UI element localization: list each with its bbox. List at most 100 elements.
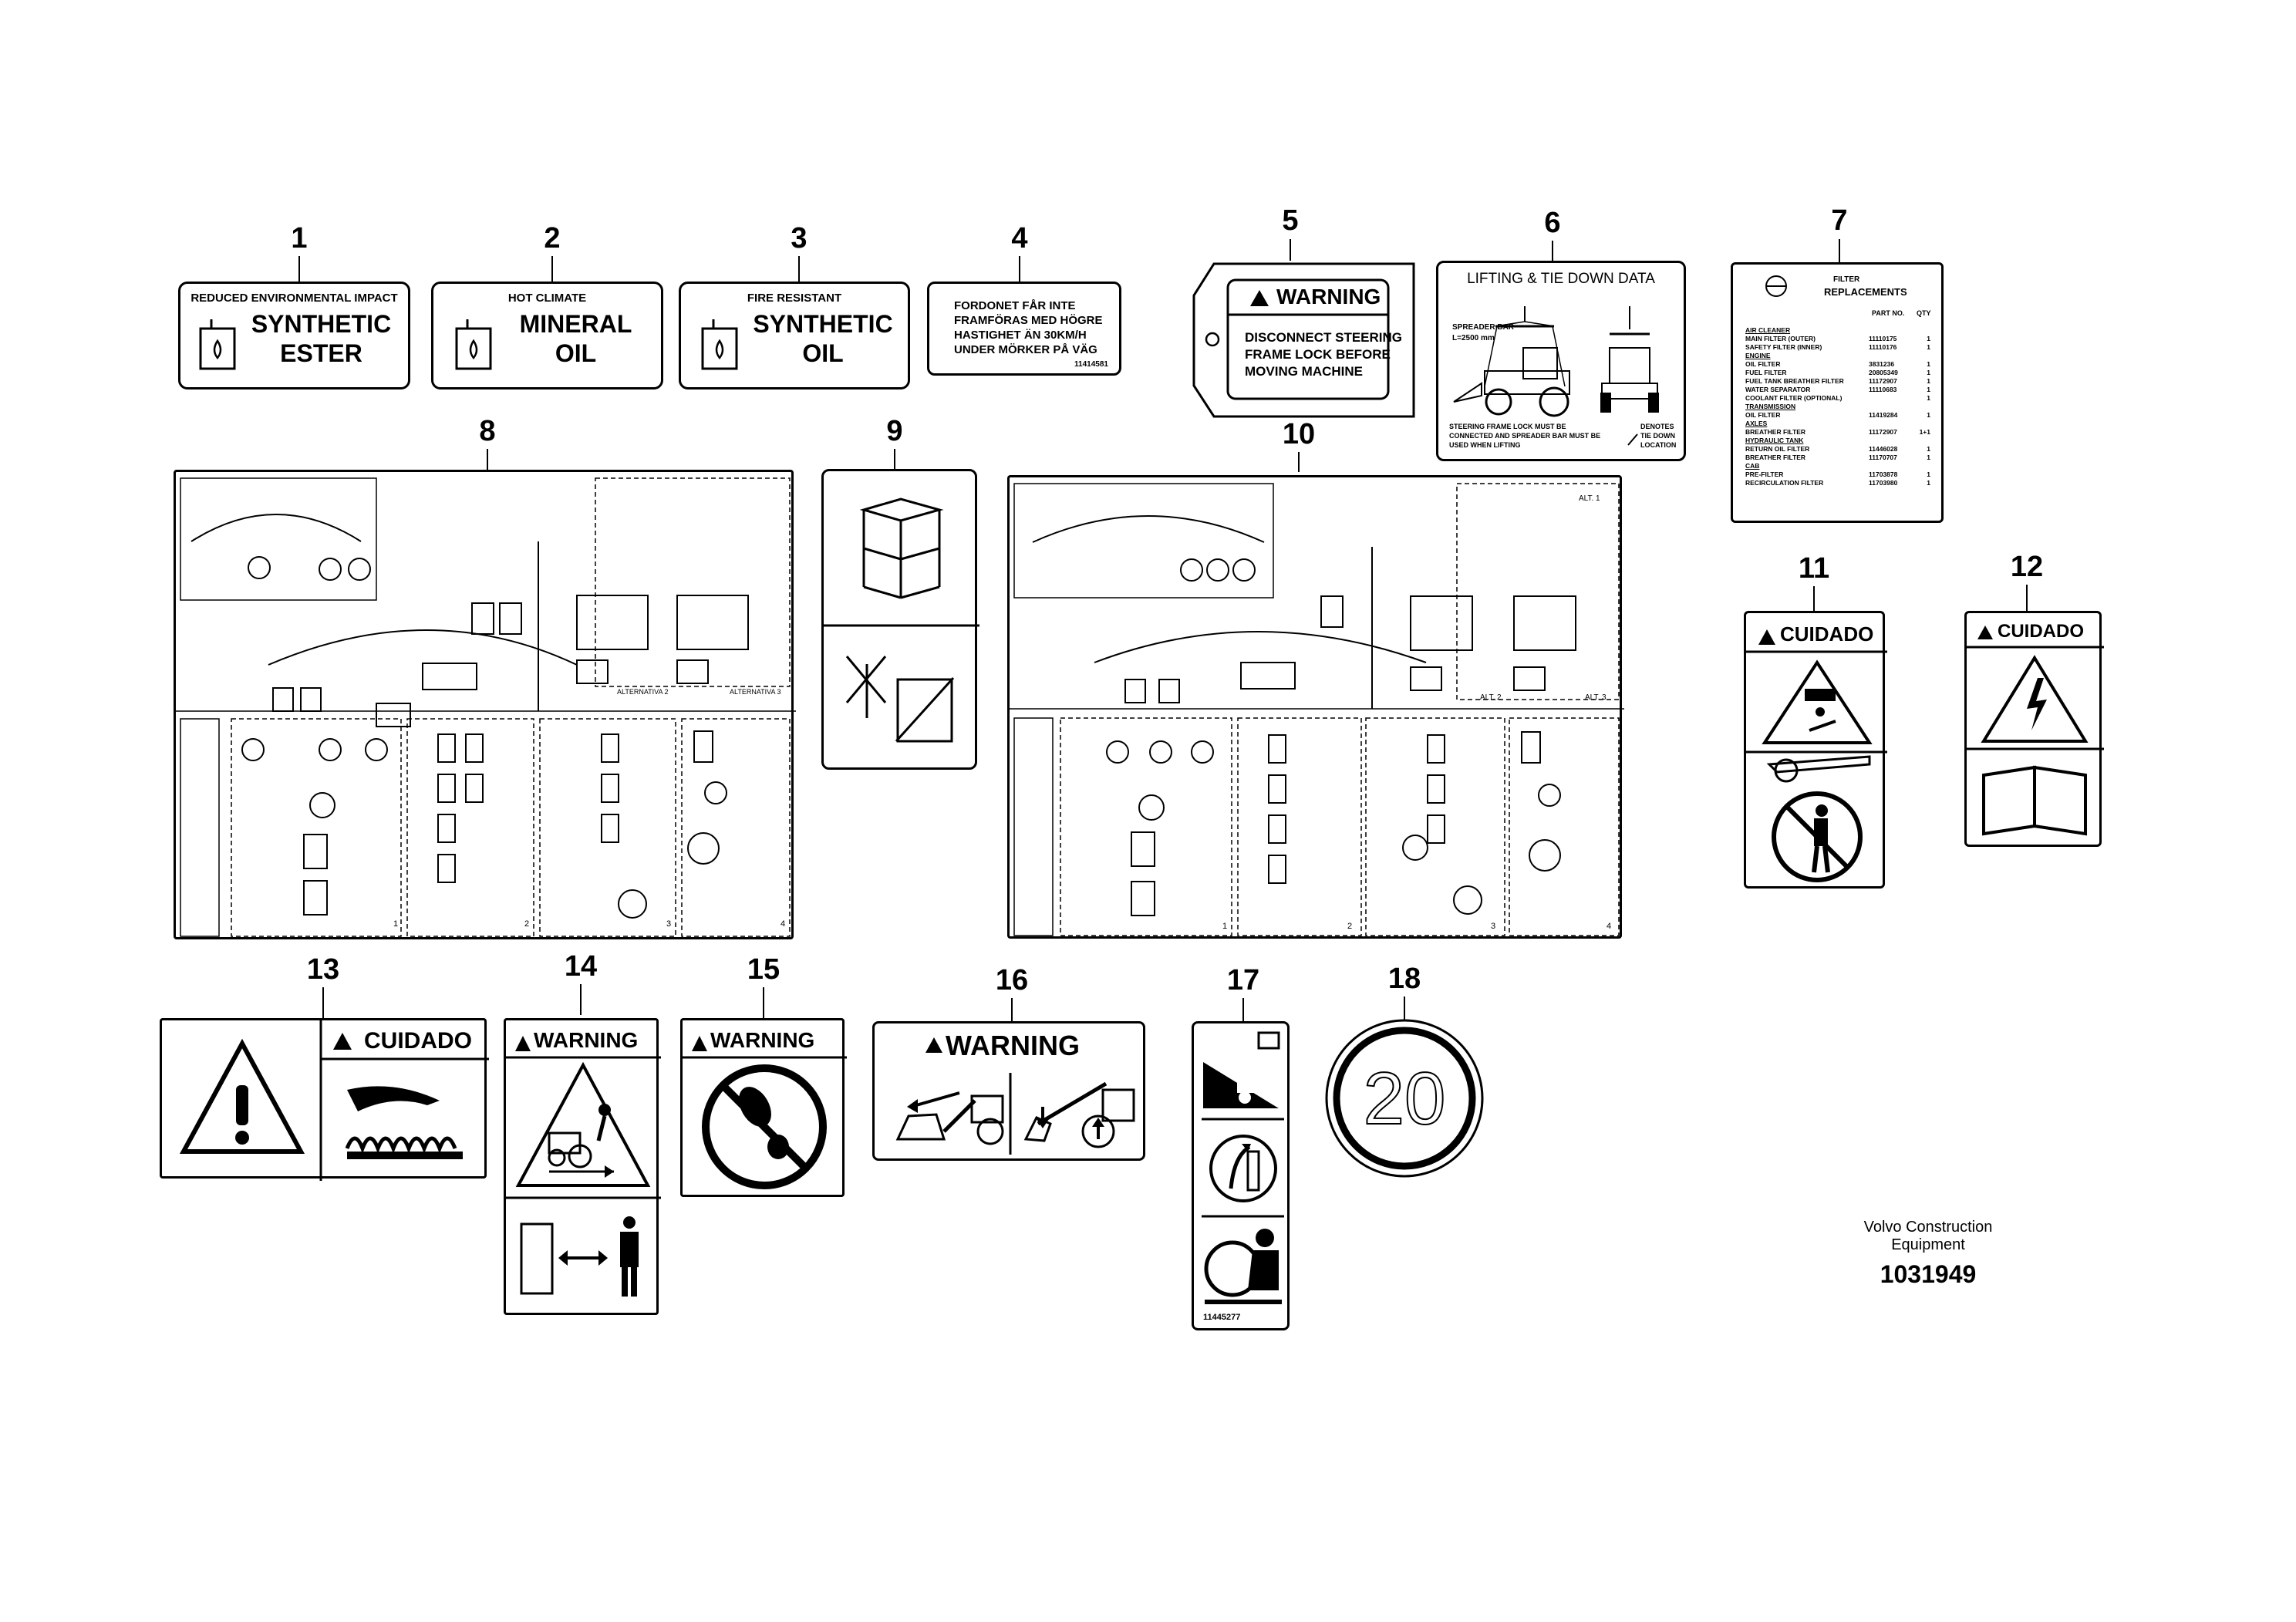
leader-6 xyxy=(1552,241,1553,262)
speed-limit-value: 20 xyxy=(1363,1057,1447,1141)
section-1: 1 xyxy=(393,919,399,929)
callout-14: 14 xyxy=(564,950,598,983)
decal-synthetic-ester: REDUCED ENVIRONMENTAL IMPACT SYNTHETIC E… xyxy=(178,282,410,389)
footer-number: 1031949 xyxy=(1880,1260,1977,1288)
filter-row: OIL FILTER 11419284 1 xyxy=(1745,411,1930,420)
filter-item: TRANSMISSION xyxy=(1745,403,1796,410)
filter-row: AXLES xyxy=(1745,420,1930,428)
filter-item: SAFETY FILTER (INNER) xyxy=(1745,343,1822,351)
callout-2: 2 xyxy=(544,222,561,255)
decal-fire-resistant: FIRE RESISTANT SYNTHETIC OIL xyxy=(679,282,910,389)
leader-12 xyxy=(2026,585,2028,611)
callout-9: 9 xyxy=(886,415,903,447)
alternative-2-label: ALT. 2 xyxy=(1480,693,1502,702)
alternative-2-label: ALTERNATIVA 2 xyxy=(617,688,669,696)
decal-line: HASTIGHET ÄN 30KM/H xyxy=(954,329,1087,342)
leader-4 xyxy=(1019,256,1020,282)
decal-line: FORDONET FÅR INTE xyxy=(954,299,1076,312)
filter-title-1: FILTER xyxy=(1833,275,1860,284)
callout-12: 12 xyxy=(2010,551,2044,583)
filter-part-number: 11446028 xyxy=(1869,445,1898,453)
spreader-bar-label: SPREADER BAR xyxy=(1452,323,1515,332)
warning-header: WARNING xyxy=(1276,285,1381,309)
leader-7 xyxy=(1839,239,1840,262)
filter-item: BREATHER FILTER xyxy=(1745,428,1806,436)
filter-item: AXLES xyxy=(1745,420,1768,427)
filter-part-number: 11110176 xyxy=(1869,343,1897,351)
lifting-note: STEERING FRAME LOCK MUST BE CONNECTED AN… xyxy=(1449,423,1601,449)
filter-row: TRANSMISSION xyxy=(1745,403,1930,411)
filter-row: HYDRAULIC TANK xyxy=(1745,437,1930,445)
alternative-3-label: ALTERNATIVA 3 xyxy=(730,688,781,696)
callout-4: 4 xyxy=(1011,222,1028,255)
callout-11: 11 xyxy=(1798,552,1830,585)
decal-line: UNDER MÖRKER PÅ VÄG xyxy=(954,343,1097,356)
leader-13 xyxy=(322,987,324,1018)
filter-part-number: 11703878 xyxy=(1869,470,1898,478)
decal-warning-stay-clear: WARNING xyxy=(504,1018,661,1315)
filter-qty: 1 xyxy=(1927,335,1930,342)
oil-can-icon xyxy=(455,319,492,370)
filter-qty: 1 xyxy=(1927,411,1930,419)
decal-17: 11445277 xyxy=(1192,1021,1290,1330)
loader-arm-icons xyxy=(895,1037,1135,1155)
decal-part-number: 11414581 xyxy=(1074,360,1108,369)
callout-15: 15 xyxy=(747,953,781,986)
section-2: 2 xyxy=(1347,922,1353,931)
decal-speed-restriction-sv: FORDONET FÅR INTE FRAMFÖRAS MED HÖGRE HA… xyxy=(927,282,1121,376)
decal-caution-hot-surface: CUIDADO xyxy=(160,1018,489,1181)
filter-item: OIL FILTER xyxy=(1745,411,1781,419)
filter-qty: 1+1 xyxy=(1919,428,1930,436)
filter-item: BREATHER FILTER xyxy=(1745,454,1806,461)
section-4: 4 xyxy=(1607,922,1612,931)
col-qty: QTY xyxy=(1917,309,1931,317)
footer-line-1: Volvo Construction xyxy=(1863,1219,1993,1236)
filter-item: ENGINE xyxy=(1745,352,1771,359)
filter-qty: 1 xyxy=(1927,377,1930,385)
decal-top-text: HOT CLIMATE xyxy=(507,292,587,305)
decal-line1: SYNTHETIC xyxy=(753,310,893,338)
filter-item: FUEL FILTER xyxy=(1745,369,1787,376)
filter-qty: 1 xyxy=(1927,394,1930,402)
filter-qty: 1 xyxy=(1927,445,1930,453)
filter-icon xyxy=(1765,275,1787,297)
filter-qty: 1 xyxy=(1927,454,1930,461)
decal-caution-electrical: CUIDADO xyxy=(1964,611,2104,847)
callout-5: 5 xyxy=(1282,204,1299,237)
section-2: 2 xyxy=(524,919,530,929)
section-3: 3 xyxy=(1491,922,1496,931)
decal-filter-replacements: FILTER REPLACEMENTS PART NO. QTY AIR CLE… xyxy=(1731,262,1944,523)
decal-warning-loader-arm: WARNING xyxy=(872,1021,1145,1161)
decal-top-text: REDUCED ENVIRONMENTAL IMPACT xyxy=(190,292,398,305)
oil-can-icon xyxy=(199,319,236,370)
filter-qty: 1 xyxy=(1927,343,1930,351)
leader-14 xyxy=(580,984,582,1015)
leader-1 xyxy=(298,256,300,282)
leader-17 xyxy=(1242,998,1244,1021)
decal-9 xyxy=(821,469,979,770)
filter-part-number: 11419284 xyxy=(1869,411,1898,419)
lifting-diagram xyxy=(1453,306,1659,446)
decal-line1: SYNTHETIC xyxy=(251,310,392,338)
decal-instrument-panel-8: ALTERNATIVA 2 ALTERNATIVA 3 1 2 3 4 xyxy=(174,470,796,939)
spreader-bar-length: L=2500 mm xyxy=(1452,334,1495,342)
leader-11 xyxy=(1813,586,1815,612)
filter-part-number: 11110683 xyxy=(1869,386,1897,393)
callout-17: 17 xyxy=(1226,964,1260,996)
section-1: 1 xyxy=(1222,922,1228,931)
alternative-1-label: ALT. 1 xyxy=(1579,494,1600,503)
filter-part-number: 11703980 xyxy=(1869,479,1898,487)
filter-item: COOLANT FILTER (OPTIONAL) xyxy=(1745,394,1843,402)
decal-caution-crush: CUIDADO xyxy=(1744,611,1887,889)
filter-part-number: 11172907 xyxy=(1869,377,1897,385)
leader-8 xyxy=(487,449,488,470)
filter-row: ENGINE xyxy=(1745,352,1930,360)
callout-8: 8 xyxy=(479,415,496,447)
